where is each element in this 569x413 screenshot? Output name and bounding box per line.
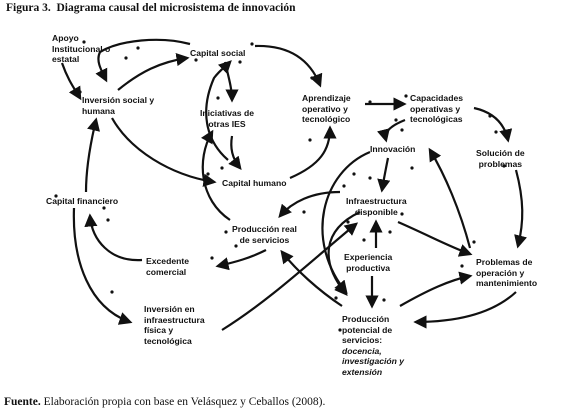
node-produccion-real: Producción real de servicios — [232, 224, 297, 245]
figure-title-text: Diagrama causal del microsistema de inno… — [56, 2, 296, 14]
edge-solucion-problemas — [514, 169, 527, 249]
edge-iniciativas-capital-humano — [228, 135, 242, 171]
edge-capital-social-aprendizaje — [254, 44, 323, 88]
node-innovacion: Innovación — [370, 144, 416, 154]
edge-produccion-potencial-produccion-real — [280, 249, 343, 307]
node-aprendizaje: Aprendizaje operativo y tecnológico — [302, 93, 351, 125]
edge-capital-social-iniciativas — [223, 61, 239, 103]
node-capacidades: Capacidades operativas y tecnológicas — [410, 93, 464, 125]
edge-problemas-innovacion — [428, 147, 472, 249]
node-capital-humano: Capital humano — [222, 178, 287, 188]
edge-innovacion-infraestructura — [377, 157, 391, 193]
edge-capital-humano-capital-social — [205, 60, 232, 161]
node-produccion-potencial: Producción potencial de servicios: docen… — [342, 314, 405, 377]
node-problemas-operacion: Problemas de operación y mantenimiento — [476, 257, 538, 289]
node-excedente-comercial: Excedente comercial — [146, 256, 189, 277]
node-solucion-problemas: Solución de problemas — [476, 148, 525, 169]
node-infraestructura-disponible: Infraestructura disponible — [346, 196, 407, 217]
edge-produccion-potencial-problemas — [399, 271, 473, 307]
edge-innovacion-produccion-potencial — [321, 150, 371, 295]
node-experiencia-productiva: Experiencia productiva — [344, 252, 393, 273]
source-label: Fuente. — [4, 396, 41, 408]
edge-capital-social-inversion-social — [95, 38, 191, 83]
source-text: Elaboración propia con base en Velásquez… — [43, 396, 326, 408]
edge-capital-financiero-inversion-infra — [72, 207, 133, 325]
node-capital-social: Capital social — [190, 48, 246, 58]
node-capital-financiero: Capital financiero — [46, 196, 119, 206]
edge-excedente-capital-financiero — [84, 213, 143, 262]
edge-capital-humano-aprendizaje — [289, 125, 337, 180]
edge-infraestructura-produccion-real — [278, 190, 341, 219]
node-inversion-infraestructura: Inversión en infraestructura física y te… — [144, 304, 205, 346]
figure-source: Fuente. Elaboración propia con base en V… — [4, 396, 325, 408]
edge-infraestructura-problemas — [397, 220, 473, 257]
edge-produccion-real-iniciativas — [201, 129, 231, 221]
edge-capacidades-innovacion — [377, 118, 406, 143]
edge-capacidades-solucion — [473, 106, 513, 143]
edge-inversion-infra-infraestructura — [221, 222, 359, 331]
edge-inversion-social-capital-social — [117, 53, 190, 91]
edge-apoyo-inversion-social — [60, 62, 82, 101]
edge-inversion-social-capital-humano — [111, 117, 217, 187]
figure-label: Figura 3. — [6, 2, 51, 14]
polarity-dots — [54, 40, 506, 332]
figure-title: Figura 3. Diagrama causal del microsiste… — [6, 2, 296, 14]
node-iniciativas-otras-ies: Iniciativas de otras IES — [200, 108, 254, 129]
node-inversion-social-humana: Inversión social y humana — [82, 95, 155, 116]
edge-capital-financiero-inversion-social — [84, 117, 100, 193]
edge-produccion-real-excedente — [215, 249, 267, 271]
node-apoyo-institucional: Apoyo Institucional o estatal — [52, 33, 111, 65]
edge-problemas-produccion-potencial — [413, 291, 517, 329]
